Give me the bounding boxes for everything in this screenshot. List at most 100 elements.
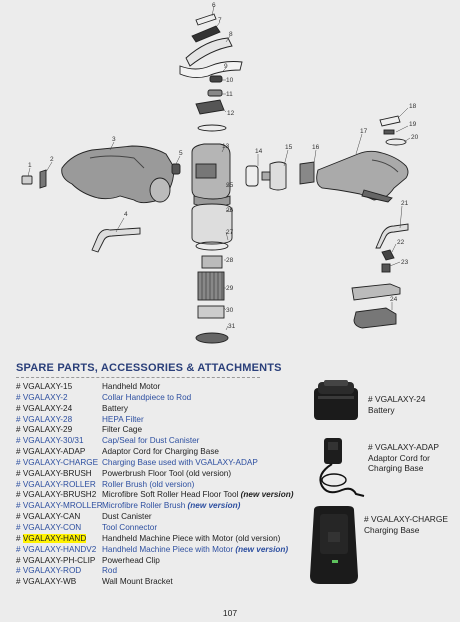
part-code: # VGALAXY-2 [16,392,68,402]
callout-6: 6 [212,2,216,9]
part-code: # VGALAXY-ADAP [16,447,86,457]
part-23 [381,263,391,273]
part-description: Charging Base used with VGALAXY-ADAP [102,458,316,469]
battery-code: # VGALAXY-24 [368,394,426,404]
part-description-text: Microfibre Soft Roller Head Floor Tool [102,490,239,500]
part-description-text: Powerhead Clip [102,555,160,565]
part-9 [179,61,243,79]
part-description: Roller Brush (old version) [102,480,316,491]
part-7 [191,25,221,43]
callout-3: 3 [112,136,116,143]
adaptor-caption: # VGALAXY-ADAP Adaptor Cord for Charging… [368,442,458,474]
part-29 [197,271,225,301]
part-code: # VGALAXY-BRUSH [16,468,92,478]
parts-row: # VGALAXY-BRUSH Powerbrush Floor Tool (ol… [16,469,316,480]
parts-row: # VGALAXY-28 HEPA Filter [16,415,316,426]
adaptor-name: Adaptor Cord for Charging Base [368,452,430,474]
battery-name: Battery [368,404,395,415]
part-28 [201,255,223,269]
part-12 [195,99,225,115]
part-code: # VGALAXY-HAND [16,533,102,545]
part-description-text: Battery [102,403,128,413]
part-18 [379,115,401,127]
charger-code: # VGALAXY-CHARGE [364,514,448,524]
part-description: Rod [102,566,316,577]
parts-row: # VGALAXY-ADAP Adaptor Cord for Charging … [16,447,316,458]
part-description: Microfibre Soft Roller Head Floor Tool (… [102,490,316,501]
part-code: # VGALAXY-29 [16,425,73,435]
part-description: Cap/Seal for Dust Canister [102,436,316,447]
callout-28: 28 [226,257,234,264]
part-code: # VGALAXY-CON [16,522,82,532]
part-code: # VGALAXY-24 [16,403,73,413]
part-description-text: Rod [102,566,118,576]
callout-29: 29 [226,285,234,292]
part-24 [353,307,397,329]
part-description: Battery [102,404,316,415]
part-description-text: Handheld Machine Piece with Motor [102,544,234,554]
part-code: # VGALAXY-WB [16,577,77,587]
part-code: # VGALAXY-CAN [16,512,81,522]
part-description-text: Tool Connector [102,522,158,532]
callout-13: 13 [222,143,230,150]
part-6 [195,13,217,26]
part-description: Collar Handpiece to Rod [102,393,316,404]
callout-25: 25 [226,182,234,189]
part-description-text: Cap/Seal for Dust Canister [102,436,200,446]
adaptor-code: # VGALAXY-ADAP [368,442,439,452]
parts-row: # VGALAXY-WB Wall Mount Bracket [16,577,316,588]
part-description-text: Wall Mount Bracket [102,577,173,587]
page-number: 107 [222,608,238,618]
part-description-text: Microfibre Roller Brush [102,501,186,511]
part-description-text: Powerbrush Floor Tool (old version) [102,468,232,478]
parts-row: # VGALAXY-PH-CLIP Powerhead Clip [16,556,316,567]
part-10 [209,75,223,83]
part-22 [381,249,395,261]
part-description-text: Adaptor Cord for Charging Base [102,447,219,457]
callout-8: 8 [229,31,233,38]
part-16 [299,161,315,185]
part-3 [61,145,175,204]
charger-image [310,506,358,584]
callout-31: 31 [228,323,236,330]
part-description: Adaptor Cord for Charging Base [102,447,316,458]
part-description: HEPA Filter [102,415,316,426]
heading-divider [16,377,260,378]
callout-2: 2 [50,156,54,163]
callout-20: 20 [411,134,419,141]
part-8 [185,37,233,67]
part-code: # VGALAXY-HANDV2 [16,544,97,554]
part-20 [385,138,407,146]
exploded-parts-diagram: 1 2 3 4 5 6 7 8 9 10 11 12 13 14 15 16 1… [21,2,419,344]
part-2 [39,169,47,189]
part-description-text: Collar Handpiece to Rod [102,392,192,402]
callout-15: 15 [285,144,293,151]
part-code: # VGALAXY-CHARGE [16,457,99,467]
part-description: Powerbrush Floor Tool (old version) [102,469,316,480]
callout-14: 14 [255,148,263,155]
part-code: # VGALAXY-PH-CLIP [16,555,96,565]
callout-27: 27 [226,229,234,236]
callout-18: 18 [409,103,417,110]
part-description: Tool Connector [102,523,316,534]
part-code: # VGALAXY-28 [16,414,73,424]
callout-1: 1 [28,162,32,169]
part-5 [171,163,181,175]
battery-caption: # VGALAXY-24 Battery [368,394,425,415]
part-floor-tool [351,283,401,301]
part-description: Wall Mount Bracket [102,577,316,588]
callout-10: 10 [226,77,234,84]
callout-23: 23 [401,259,409,266]
part-description-text: Charging Base used with VGALAXY-ADAP [102,457,258,467]
charger-name: Charging Base [364,524,420,535]
section-heading: SPARE PARTS, ACCESSORIES & ATTACHMENTS [16,362,282,374]
version-note: (new version) [187,501,241,511]
part-19 [383,129,395,135]
